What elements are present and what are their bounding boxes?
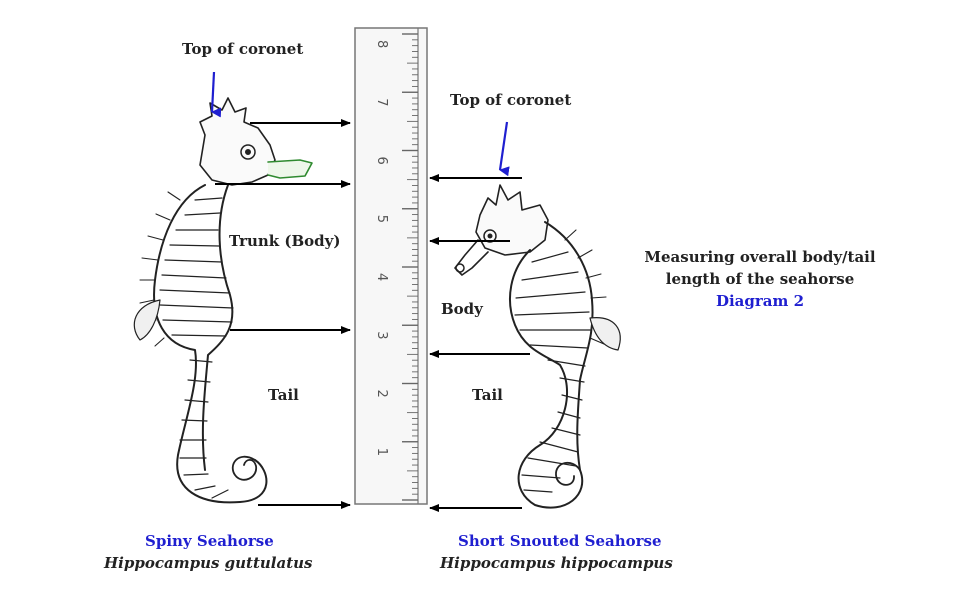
short-snouted-seahorse-scientific-name: Hippocampus hippocampus bbox=[440, 554, 673, 572]
ruler-number: 1 bbox=[374, 448, 389, 456]
left-tail-label: Tail bbox=[268, 386, 299, 404]
ruler-number: 7 bbox=[374, 98, 389, 106]
ruler: 8 7 6 5 4 3 2 1 bbox=[354, 27, 428, 505]
ruler-numbers: 8 7 6 5 4 3 2 1 bbox=[374, 40, 389, 456]
short-snouted-seahorse-common-name: Short Snouted Seahorse bbox=[458, 532, 662, 550]
blue-pointer-arrow-left bbox=[210, 71, 222, 118]
spiny-seahorse-common-name: Spiny Seahorse bbox=[145, 532, 274, 550]
caption-line-1: Measuring overall body/tail bbox=[644, 248, 876, 266]
ruler-number: 5 bbox=[374, 215, 389, 223]
blue-pointer-arrow-right bbox=[498, 121, 510, 177]
short-snouted-seahorse-illustration bbox=[454, 184, 621, 509]
spiny-seahorse-illustration bbox=[133, 97, 313, 504]
caption-diagram-number: Diagram 2 bbox=[715, 292, 805, 310]
left-top-of-coronet-label: Top of coronet bbox=[182, 40, 304, 58]
right-tail-label: Tail bbox=[472, 386, 503, 404]
ruler-number: 6 bbox=[374, 157, 389, 165]
ruler-number: 8 bbox=[374, 40, 389, 48]
trunk-body-label: Trunk (Body) bbox=[229, 232, 341, 250]
snout bbox=[267, 159, 313, 179]
right-measurement-arrows bbox=[429, 174, 530, 512]
ruler-number: 4 bbox=[374, 273, 389, 281]
right-body-label: Body bbox=[441, 300, 483, 318]
ruler-number: 2 bbox=[374, 390, 389, 398]
right-top-of-coronet-label: Top of coronet bbox=[450, 91, 572, 109]
ruler-number: 3 bbox=[374, 331, 389, 339]
caption-line-2: length of the seahorse bbox=[665, 270, 855, 288]
left-measurement-arrows bbox=[215, 119, 351, 509]
spiny-seahorse-scientific-name: Hippocampus guttulatus bbox=[104, 554, 313, 572]
ruler-ticks bbox=[402, 33, 418, 501]
